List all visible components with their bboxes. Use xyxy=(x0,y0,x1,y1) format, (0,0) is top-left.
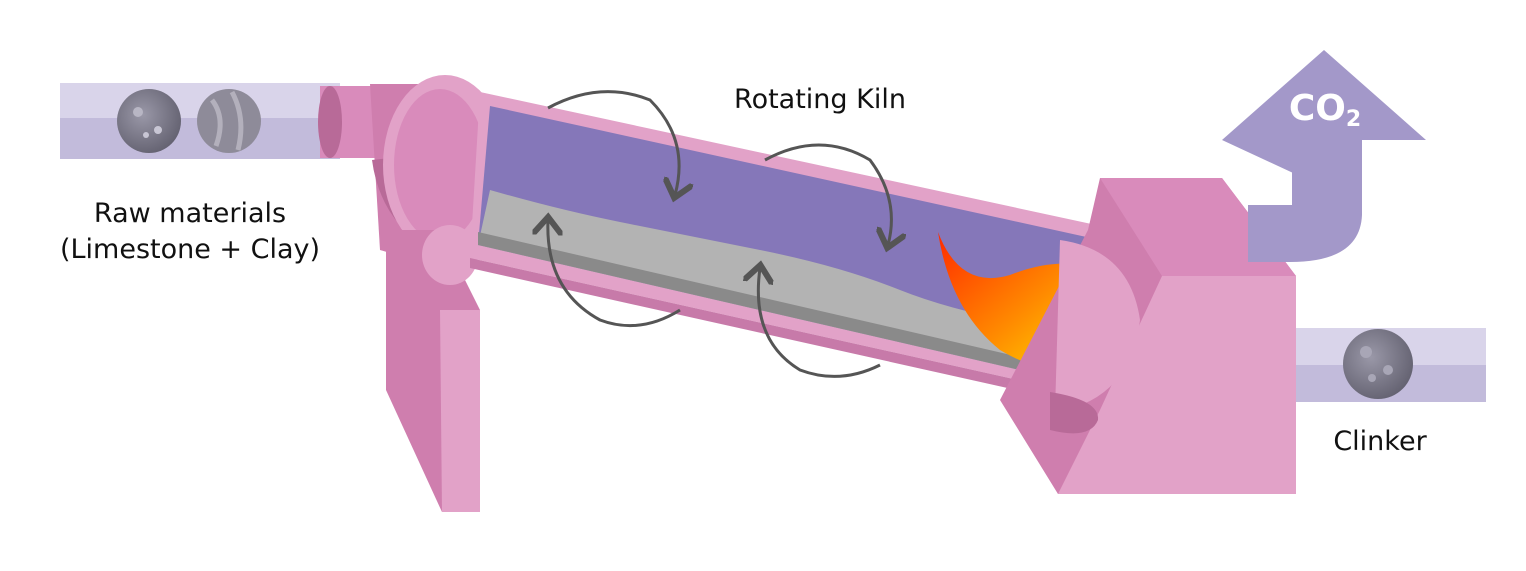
firing-hood xyxy=(1000,178,1296,494)
curved-arrow-icon xyxy=(764,143,891,245)
co2-label: CO2 xyxy=(1270,88,1380,132)
co2-arrow xyxy=(1222,50,1426,262)
clay-icon xyxy=(197,89,261,153)
co2-main: CO xyxy=(1288,88,1346,129)
inlet-pipe xyxy=(60,83,340,159)
curved-arrow-icon xyxy=(547,90,679,195)
rotating-kiln-label: Rotating Kiln xyxy=(734,84,906,115)
curved-arrow-icon xyxy=(548,220,681,328)
outlet-pipe xyxy=(1296,328,1486,402)
co2-subscript: 2 xyxy=(1345,107,1362,132)
raw-materials-line1: Raw materials xyxy=(93,198,287,229)
clinker-label: Clinker xyxy=(1333,426,1427,457)
rotation-arrows xyxy=(547,90,892,378)
rotating-kiln xyxy=(470,92,1110,406)
limestone-icon xyxy=(117,89,181,153)
raw-materials-label: Raw materials (Limestone + Clay) xyxy=(40,196,340,269)
left-support xyxy=(386,225,480,512)
raw-materials-line2: (Limestone + Clay) xyxy=(59,234,321,266)
curved-arrow-icon xyxy=(758,268,881,378)
clinker-icon xyxy=(1343,329,1413,399)
